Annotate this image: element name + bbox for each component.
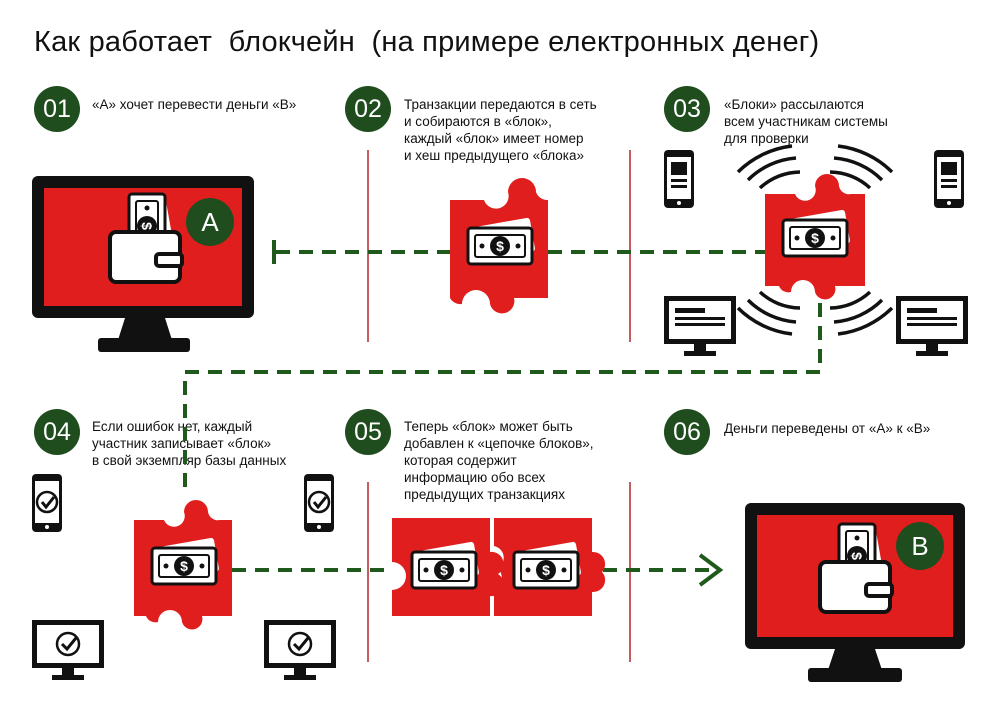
page-title: Как работает блокчейн (на примере електр… xyxy=(34,26,820,58)
flow-path xyxy=(183,250,822,572)
smartphone-check-icon xyxy=(302,472,336,534)
step-06-text: Деньги переведены от «А» к «В» xyxy=(724,420,930,437)
step-04-text: Если ошибок нет, каждый участник записыв… xyxy=(92,418,286,469)
step-02-line: и собираются в «блок», xyxy=(404,114,552,129)
step-05-line: добавлен к «цепочке блоков», xyxy=(404,436,594,451)
step-01-text: «А» хочет перевести деньги «В» xyxy=(92,96,296,113)
step-05-line: предыдущих транзакциях xyxy=(404,487,565,502)
step-04-line: Если ошибок нет, каждый xyxy=(92,419,253,434)
monitor-icon xyxy=(664,296,736,356)
smartphone-check-icon xyxy=(30,472,64,534)
receiver-badge: B xyxy=(896,522,944,570)
step-02-line: каждый «блок» имеет номер xyxy=(404,131,584,146)
step-03-line: «Блоки» рассылаются xyxy=(724,97,864,112)
monitor-icon xyxy=(896,296,968,356)
step-04-line: участник записывает «блок» xyxy=(92,436,271,451)
step-02-number: 02 xyxy=(345,86,391,132)
step-05-line: которая содержит xyxy=(404,453,517,468)
step-03-number: 03 xyxy=(664,86,710,132)
svg-text:A: A xyxy=(201,207,219,237)
monitor-check-icon xyxy=(262,618,338,682)
step-03-line: всем участникам системы xyxy=(724,114,888,129)
broadcast-waves-icon xyxy=(736,144,894,336)
step-02-line: и хеш предыдущего «блока» xyxy=(404,148,584,163)
step-06-number: 06 xyxy=(664,409,710,455)
chain-block-icon xyxy=(392,518,504,616)
step-04-number: 04 xyxy=(34,409,80,455)
smartphone-icon xyxy=(934,150,964,208)
step-05-text: Теперь «блок» может быть добавлен к «цеп… xyxy=(404,418,594,503)
step-02-text: Транзакции передаются в сеть и собираютс… xyxy=(404,96,597,164)
transaction-block-icon xyxy=(450,178,548,314)
step-05-line: информацию обо всех xyxy=(404,470,546,485)
monitor-check-icon xyxy=(30,618,106,682)
smartphone-icon xyxy=(664,150,694,208)
flow-arrow-head xyxy=(698,553,724,587)
step-06-line: Деньги переведены от «А» к «В» xyxy=(724,421,931,436)
broadcast-block-icon xyxy=(765,174,865,300)
step-05-number: 05 xyxy=(345,409,391,455)
step-04-line: в свой экземпляр базы данных xyxy=(92,453,287,468)
step-01-line: «А» хочет перевести деньги «В» xyxy=(92,97,297,112)
step-02-line: Транзакции передаются в сеть xyxy=(404,97,597,112)
svg-text:B: B xyxy=(911,531,928,561)
step-03-text: «Блоки» рассылаются всем участникам сист… xyxy=(724,96,888,147)
step-01-number: 01 xyxy=(34,86,80,132)
step-05-line: Теперь «блок» может быть xyxy=(404,419,573,434)
sender-badge: A xyxy=(186,198,234,246)
step-03-line: для проверки xyxy=(724,131,809,146)
chain-block-icon xyxy=(494,518,606,616)
verified-block-icon xyxy=(134,500,232,630)
